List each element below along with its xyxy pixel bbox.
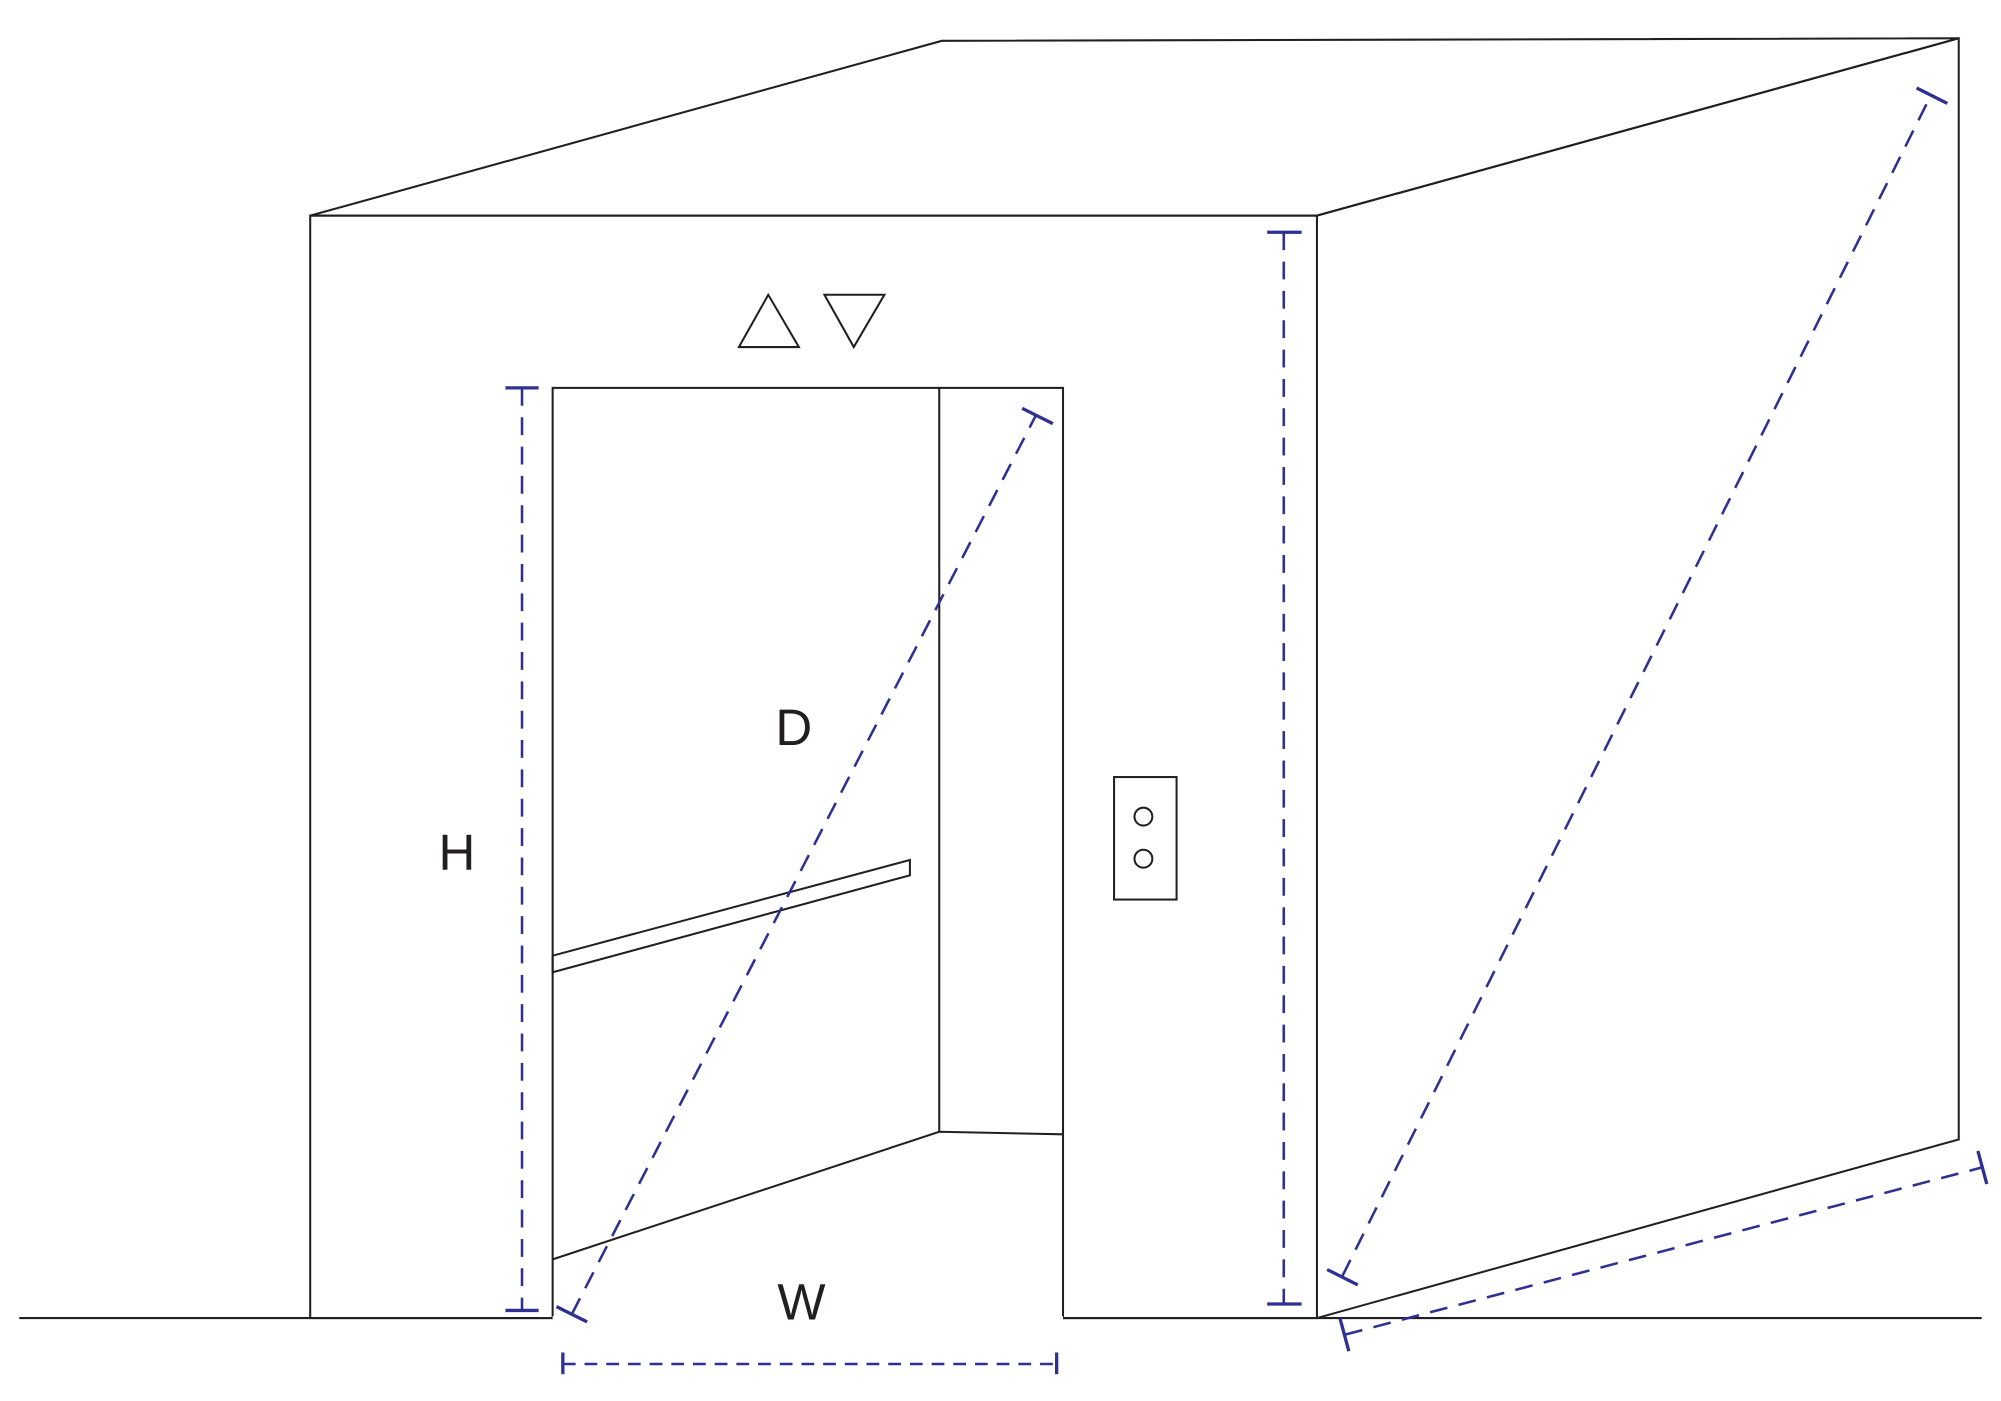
call-button-panel xyxy=(1113,776,1178,901)
call-button-down xyxy=(1133,848,1154,869)
cabin-side-face xyxy=(1316,36,1960,1320)
width-label: W xyxy=(777,1273,825,1330)
interior-floor-edge xyxy=(552,1130,1064,1261)
height-label: H xyxy=(439,824,476,881)
up-arrow-icon xyxy=(737,292,801,349)
cabin-diagonal-dimension xyxy=(1326,86,1949,1287)
door-diagonal-dimension xyxy=(555,406,1054,1324)
cabin-depth-dimension xyxy=(1338,1150,1989,1352)
call-button-up xyxy=(1133,806,1154,827)
cabin-top-face xyxy=(309,37,1960,217)
width-dimension xyxy=(561,1352,1059,1375)
height-dimension xyxy=(505,386,539,1313)
depth-label: D xyxy=(775,699,812,756)
door-opening xyxy=(551,386,1065,1320)
cabin-height-dimension xyxy=(1267,230,1302,1306)
down-arrow-icon xyxy=(822,293,887,350)
